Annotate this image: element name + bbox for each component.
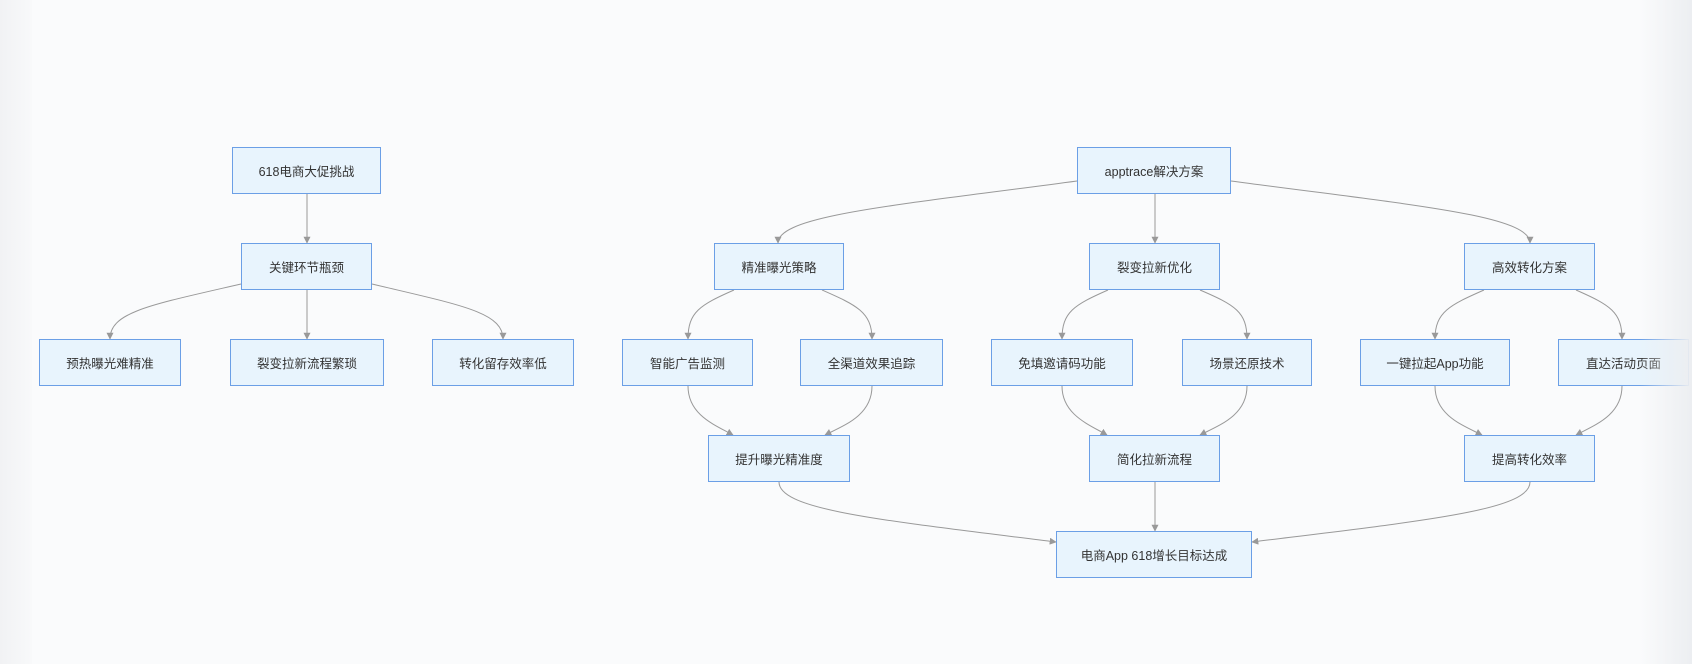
node-improve-conv: 提高转化效率: [1464, 435, 1595, 482]
edge-precise-smart-ad: [684, 289, 735, 340]
node-precise-exposure: 精准曝光策略: [714, 243, 844, 290]
node-simplify-flow: 简化拉新流程: [1089, 435, 1220, 482]
edge-solution-precise-exposure: [774, 180, 1078, 244]
edge-bottleneck-preheat: [106, 283, 242, 340]
node-conversion-low: 转化留存效率低: [432, 339, 574, 386]
edge-precise-full-channel: [821, 289, 876, 340]
edge-efficient-one-click: [1431, 289, 1485, 340]
edge-scene-restore-simplify: [1199, 385, 1248, 436]
edge-one-click-improve-conv: [1434, 385, 1483, 436]
node-smart-ad: 智能广告监测: [622, 339, 753, 386]
edge-efficient-direct-page: [1575, 289, 1626, 340]
node-solution: apptrace解决方案: [1077, 147, 1231, 194]
node-scene-restore: 场景还原技术: [1182, 339, 1312, 386]
node-preheat: 预热曝光难精准: [39, 339, 181, 386]
node-fission-opt: 裂变拉新优化: [1089, 243, 1220, 290]
edge-smart-ad-precision: [687, 385, 734, 436]
node-goal: 电商App 618增长目标达成: [1056, 531, 1252, 578]
edge-precision-goal: [778, 481, 1057, 545]
node-improve-precision: 提升曝光精准度: [708, 435, 850, 482]
node-one-click-app: 一键拉起App功能: [1360, 339, 1510, 386]
node-challenge: 618电商大促挑战: [232, 147, 381, 194]
edge-no-invite-simplify: [1061, 385, 1108, 436]
node-fission-complex: 裂变拉新流程繁琐: [230, 339, 384, 386]
edge-fission-no-invite: [1058, 289, 1109, 340]
node-no-invite-code: 免填邀请码功能: [991, 339, 1133, 386]
node-full-channel: 全渠道效果追踪: [800, 339, 943, 386]
edge-bottleneck-conversion-low: [371, 283, 507, 340]
edge-improve-conv-goal: [1251, 481, 1531, 545]
left-gutter: [0, 0, 32, 664]
node-efficient-conv: 高效转化方案: [1464, 243, 1595, 290]
edge-solution-efficient-conv: [1230, 180, 1534, 244]
right-edge-shade: [1640, 0, 1692, 664]
edge-full-channel-precision: [824, 385, 873, 436]
edge-fission-scene-restore: [1199, 289, 1251, 340]
node-bottleneck: 关键环节瓶颈: [241, 243, 372, 290]
edge-direct-page-improve-conv: [1575, 385, 1623, 436]
